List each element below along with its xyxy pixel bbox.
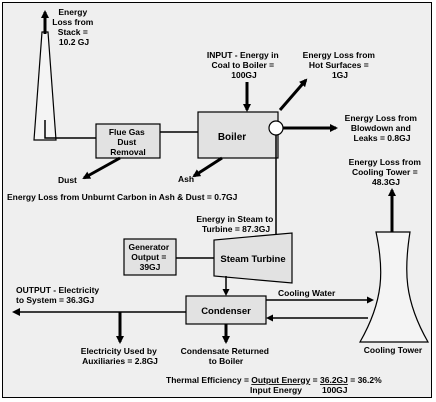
hot-surfaces-label: Energy Loss from Hot Surfaces = 1GJ [303,50,378,80]
steam-energy-label: Energy in Steam to Turbine = 87.3GJ [196,214,275,234]
thermal-efficiency-denominator: Input Energy 100GJ [250,385,348,395]
cooling-tower-loss-label: Energy Loss from Cooling Tower = 48.3GJ [349,157,424,187]
stack-loss-label: Energy Loss from Stack = 10.2 GJ [52,7,95,47]
flue-to-stack-line [44,120,96,139]
auxiliaries-label: Electricity Used by Auxiliaries = 2.8GJ [81,346,159,366]
condenser-label: Condenser [201,306,251,317]
generator-box [123,238,177,276]
blowdown-label: Energy Loss from Blowdown and Leaks = 0.… [345,113,420,143]
cooling-tower [358,231,430,343]
cooling-water-label: Cooling Water [278,288,336,298]
condenser-box [185,295,267,325]
steam-turbine-label: Steam Turbine [220,254,285,265]
cooling-tower-label: Cooling Tower [364,345,423,355]
dust-label: Dust [58,175,77,185]
flue-gas-box [95,123,161,159]
condensate-label: Condensate Returned to Boiler [181,346,272,366]
flue-gas-label: Flue Gas Dust Removal [109,127,147,157]
unburnt-carbon-label: Energy Loss from Unburnt Carbon in Ash &… [7,192,238,202]
steam-turbine [213,232,293,284]
hot-surfaces-arrow [278,78,308,111]
ash-arrow [192,156,223,178]
output-electricity-label: OUTPUT - Electricity to System = 36.3GJ [16,285,102,305]
boiler-label: Boiler [218,132,246,143]
input-label: INPUT - Energy in Coal to Boiler = 100GJ [207,50,281,80]
ash-label: Ash [178,174,194,184]
thermal-efficiency-label: Thermal Efficiency = Output Energy = 36.… [166,375,382,385]
boiler-steam-outlet [268,120,284,136]
generator-label: Generator Output = 39GJ [129,242,172,272]
diagram-panel [2,2,432,398]
dust-arrow [82,156,121,180]
stack [33,31,57,141]
